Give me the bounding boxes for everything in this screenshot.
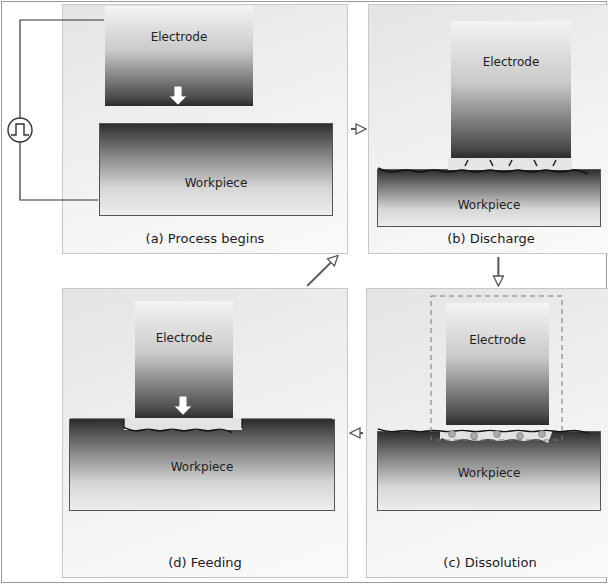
electrode-block: Electrode (135, 301, 233, 419)
part-label: Workpiece (171, 460, 234, 474)
part-label: Electrode (483, 55, 540, 69)
gap (448, 158, 572, 170)
panel-caption: (a) Process begins (63, 231, 347, 246)
stage-panel: (d) Feeding ElectrodeWorkpiece (62, 288, 348, 578)
spark (534, 160, 537, 166)
supply-wire (20, 142, 98, 200)
feed-arrow (174, 396, 192, 415)
stage-panel: (c) Dissolution ElectrodeWorkpiece (366, 288, 608, 578)
part-label: Electrode (156, 331, 213, 345)
recess (124, 418, 242, 430)
stage-panel: (a) Process begins ElectrodeWorkpiece (62, 4, 348, 254)
step-arrow (497, 257, 499, 285)
spark (553, 160, 556, 166)
electrode-block: Electrode (451, 21, 571, 159)
step-arrow (351, 128, 365, 130)
rough-surface (378, 429, 588, 433)
panel-caption: (b) Discharge (369, 231, 608, 246)
part-label: Workpiece (458, 198, 521, 212)
pulse-source (8, 118, 32, 142)
part-label: Workpiece (458, 466, 521, 480)
supply-wire (20, 20, 104, 118)
step-arrow (307, 256, 337, 286)
stage-panel: (b) Discharge ElectrodeWorkpiece (368, 4, 608, 254)
rough-surface (124, 428, 232, 433)
spark (490, 160, 493, 166)
dissolved-particle (539, 431, 546, 438)
workpiece-block: Workpiece (69, 419, 335, 511)
workpiece-block: Workpiece (99, 123, 333, 216)
part-label: Electrode (151, 30, 208, 44)
dissolved-particle (494, 431, 501, 438)
spark (465, 160, 468, 166)
part-label: Workpiece (185, 176, 248, 190)
panel-caption: (d) Feeding (63, 555, 347, 570)
dissolution-zone (431, 296, 562, 440)
feed-arrow (169, 86, 187, 105)
dissolved-particle (449, 431, 456, 438)
surface-edge (70, 419, 332, 428)
electrode-block: Electrode (446, 303, 549, 425)
spark (509, 160, 512, 166)
dissolved-particle (471, 433, 478, 440)
workpiece-block: Workpiece (377, 431, 601, 511)
recess (440, 430, 553, 443)
step-arrow (351, 432, 363, 434)
rough-surface (378, 168, 588, 174)
pulse-symbol (11, 124, 29, 135)
panel-caption: (c) Dissolution (367, 555, 608, 570)
dissolved-particle (517, 433, 524, 440)
part-label: Electrode (469, 333, 526, 347)
workpiece-block: Workpiece (377, 169, 601, 227)
electrode-block: Electrode (105, 6, 253, 106)
